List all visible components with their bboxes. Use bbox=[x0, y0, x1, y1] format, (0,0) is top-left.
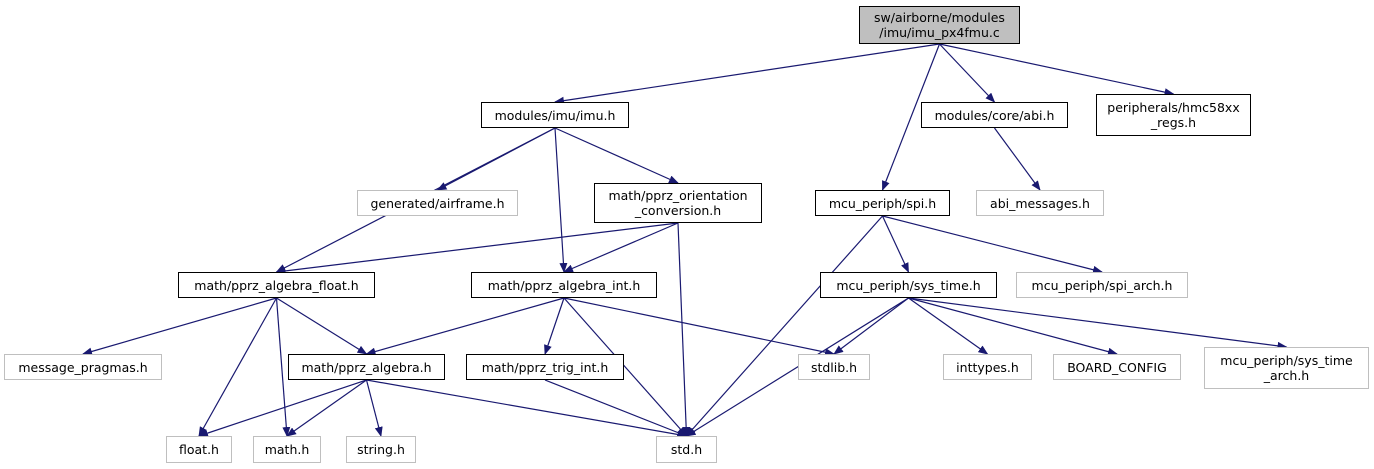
node-string-h: string.h bbox=[346, 436, 416, 463]
node-label-line: math/pprz_algebra_int.h bbox=[487, 277, 641, 293]
edge-spi_h-to-spi_arch bbox=[882, 215, 1103, 274]
node-label-line: message_pragmas.h bbox=[18, 359, 148, 375]
node-alg-float[interactable]: math/pprz_algebra_float.h bbox=[178, 272, 375, 298]
node-label-line: stdlib.h bbox=[810, 359, 858, 375]
edge-trig-to-std_h bbox=[544, 379, 688, 437]
node-orient[interactable]: math/pprz_orientation_conversion.h bbox=[594, 183, 762, 223]
edge-layer bbox=[82, 43, 1288, 439]
edge-alg_int-to-alg bbox=[365, 297, 565, 356]
edge-spi_h-to-std_h bbox=[685, 215, 883, 437]
node-std-h: std.h bbox=[656, 436, 717, 463]
node-msg-prag: message_pragmas.h bbox=[4, 354, 162, 380]
edge-abi_h-to-abi_msg bbox=[994, 127, 1041, 191]
edge-imu_h-to-orient bbox=[554, 127, 679, 184]
edge-alg_int-to-std_h bbox=[563, 297, 688, 437]
node-spi-arch: mcu_periph/spi_arch.h bbox=[1016, 272, 1188, 298]
node-label-line: _regs.h bbox=[1150, 115, 1197, 130]
node-label-line: /imu/imu_px4fmu.c bbox=[879, 25, 1000, 40]
edge-imu_px4fmu-to-hmc58xx bbox=[939, 43, 1175, 97]
edge-systime-to-stdlib bbox=[833, 297, 909, 355]
node-label-line: _arch.h bbox=[1263, 368, 1310, 383]
edge-systime-to-systime_arch bbox=[908, 297, 1288, 350]
node-label-line: float.h bbox=[179, 442, 219, 457]
node-label-line: math/pprz_orientation bbox=[608, 188, 748, 203]
edge-alg_int-to-stdlib bbox=[563, 297, 835, 357]
node-label-line: modules/imu/imu.h bbox=[494, 107, 616, 123]
node-label-line: mcu_periph/spi_arch.h bbox=[1031, 277, 1173, 293]
edge-alg_float-to-alg bbox=[276, 297, 368, 355]
node-label-line: BOARD_CONFIG bbox=[1067, 359, 1167, 375]
node-airframe: generated/airframe.h bbox=[357, 190, 518, 216]
node-label-line: math.h bbox=[264, 442, 310, 457]
node-label-line: string.h bbox=[357, 442, 405, 457]
node-label-line: math/pprz_algebra.h bbox=[301, 359, 432, 375]
node-abi-h[interactable]: modules/core/abi.h bbox=[921, 102, 1068, 128]
edge-alg_float-to-msg_prag bbox=[82, 297, 277, 356]
edge-alg-to-std_h bbox=[366, 379, 688, 439]
node-trig[interactable]: math/pprz_trig_int.h bbox=[466, 354, 624, 380]
edge-alg_int-to-trig bbox=[544, 297, 565, 355]
edge-alg_float-to-float_h bbox=[198, 297, 278, 437]
node-board: BOARD_CONFIG bbox=[1053, 354, 1181, 380]
node-imu-px4fmu: sw/airborne/modules/imu/imu_px4fmu.c bbox=[859, 6, 1020, 44]
edge-imu_px4fmu-to-imu_h bbox=[554, 43, 940, 105]
edge-imu_px4fmu-to-spi_h bbox=[881, 43, 941, 191]
edge-alg-to-string_h bbox=[365, 379, 383, 437]
node-alg-int[interactable]: math/pprz_algebra_int.h bbox=[471, 272, 657, 298]
node-label-line: abi_messages.h bbox=[990, 195, 1090, 211]
node-float-h: float.h bbox=[166, 436, 232, 463]
node-label-line: math/pprz_algebra_float.h bbox=[194, 277, 359, 293]
node-hmc58xx[interactable]: peripherals/hmc58xx_regs.h bbox=[1096, 94, 1251, 136]
node-systime[interactable]: mcu_periph/sys_time.h bbox=[820, 272, 997, 298]
node-systime-arch: mcu_periph/sys_time_arch.h bbox=[1204, 347, 1369, 389]
node-spi-h[interactable]: mcu_periph/spi.h bbox=[815, 190, 950, 216]
node-label-line: peripherals/hmc58xx bbox=[1107, 100, 1240, 115]
edge-systime-to-inttypes bbox=[908, 297, 989, 355]
node-label-line: std.h bbox=[670, 442, 703, 457]
node-label-line: mcu_periph/sys_time bbox=[1220, 353, 1353, 368]
node-label-line: _conversion.h bbox=[634, 203, 722, 218]
edge-orient-to-alg_float bbox=[275, 222, 679, 275]
node-abi-msg: abi_messages.h bbox=[976, 190, 1104, 216]
node-label-line: sw/airborne/modules bbox=[874, 10, 1005, 25]
node-label-line: mcu_periph/sys_time.h bbox=[836, 277, 981, 293]
edge-orient-to-alg_int bbox=[563, 222, 679, 273]
node-stdlib: stdlib.h bbox=[798, 354, 870, 380]
node-label-line: math/pprz_trig_int.h bbox=[481, 359, 609, 375]
edge-orient-to-std_h bbox=[677, 222, 691, 437]
node-alg[interactable]: math/pprz_algebra.h bbox=[288, 354, 445, 380]
node-inttypes: inttypes.h bbox=[943, 354, 1032, 380]
edge-systime-to-std_h bbox=[685, 297, 909, 437]
edge-imu_px4fmu-to-abi_h bbox=[939, 43, 996, 103]
node-label-line: mcu_periph/spi.h bbox=[828, 195, 937, 211]
edge-alg-to-float_h bbox=[198, 379, 367, 437]
edge-systime-to-board bbox=[908, 297, 1118, 356]
edge-imu_h-to-alg_int bbox=[554, 127, 568, 273]
node-math-h: math.h bbox=[253, 436, 321, 463]
node-imu-h[interactable]: modules/imu/imu.h bbox=[481, 102, 629, 128]
edge-alg_float-to-math_h bbox=[275, 297, 291, 437]
edge-alg-to-math_h bbox=[286, 379, 367, 437]
node-label-line: inttypes.h bbox=[956, 359, 1019, 375]
edge-spi_h-to-systime bbox=[881, 215, 910, 273]
node-label-line: generated/airframe.h bbox=[370, 195, 505, 211]
node-label-line: modules/core/abi.h bbox=[934, 107, 1055, 123]
